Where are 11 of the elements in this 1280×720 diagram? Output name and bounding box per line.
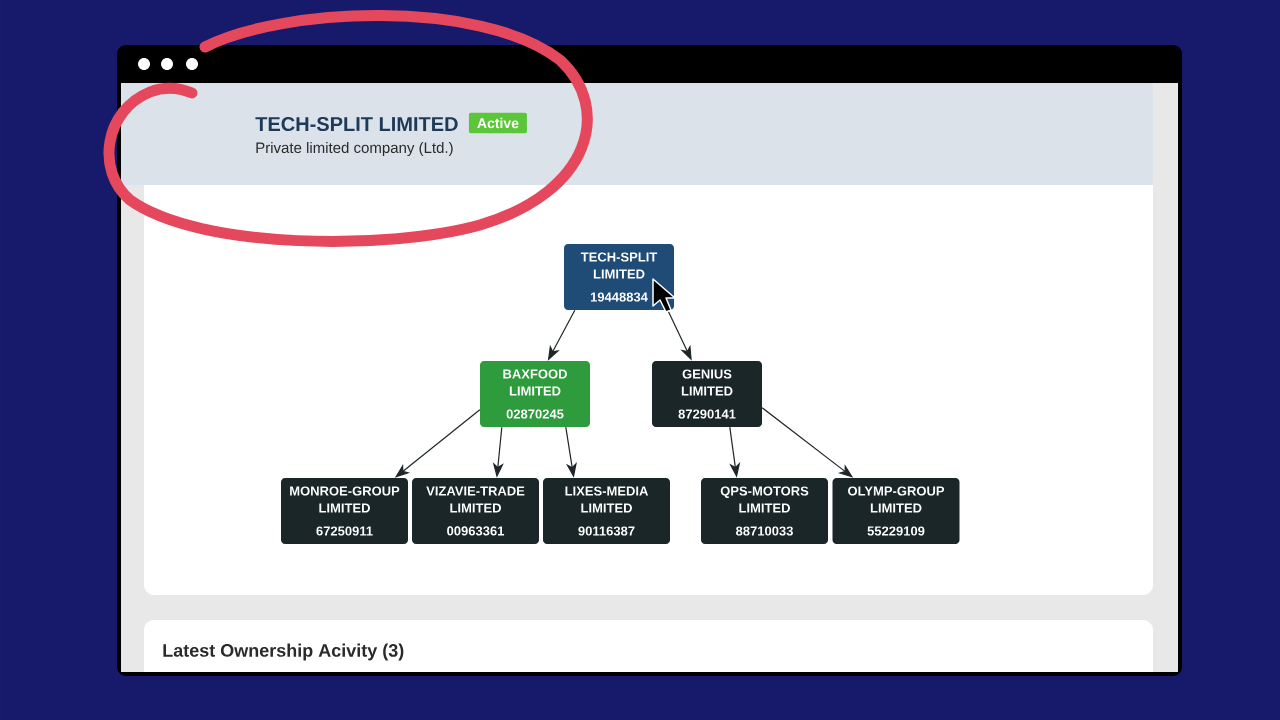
company-box: TECH-SPLIT LIMITED 19448834 xyxy=(564,244,674,310)
company-box: MONROE-GROUP LIMITED 67250911 xyxy=(281,478,408,544)
company-box: LIXES-MEDIA LIMITED 90116387 xyxy=(543,478,670,544)
company-type: Private limited company (Ltd.) xyxy=(256,142,453,156)
company-box: QPS-MOTORS LIMITED 88710033 xyxy=(701,478,828,544)
company-box: GENIUS LIMITED 87290141 xyxy=(652,361,762,427)
company-box: OLYMP-GROUP LIMITED 55229109 xyxy=(832,478,960,544)
company-name: TECH-SPLIT LIMITED xyxy=(255,116,458,132)
section-heading: Latest Ownership Acivity (3) xyxy=(163,643,404,661)
company-box: VIZAVIE-TRADE LIMITED 00963361 xyxy=(412,478,539,544)
company-box: BAXFOOD LIMITED 02870245 xyxy=(480,361,590,427)
